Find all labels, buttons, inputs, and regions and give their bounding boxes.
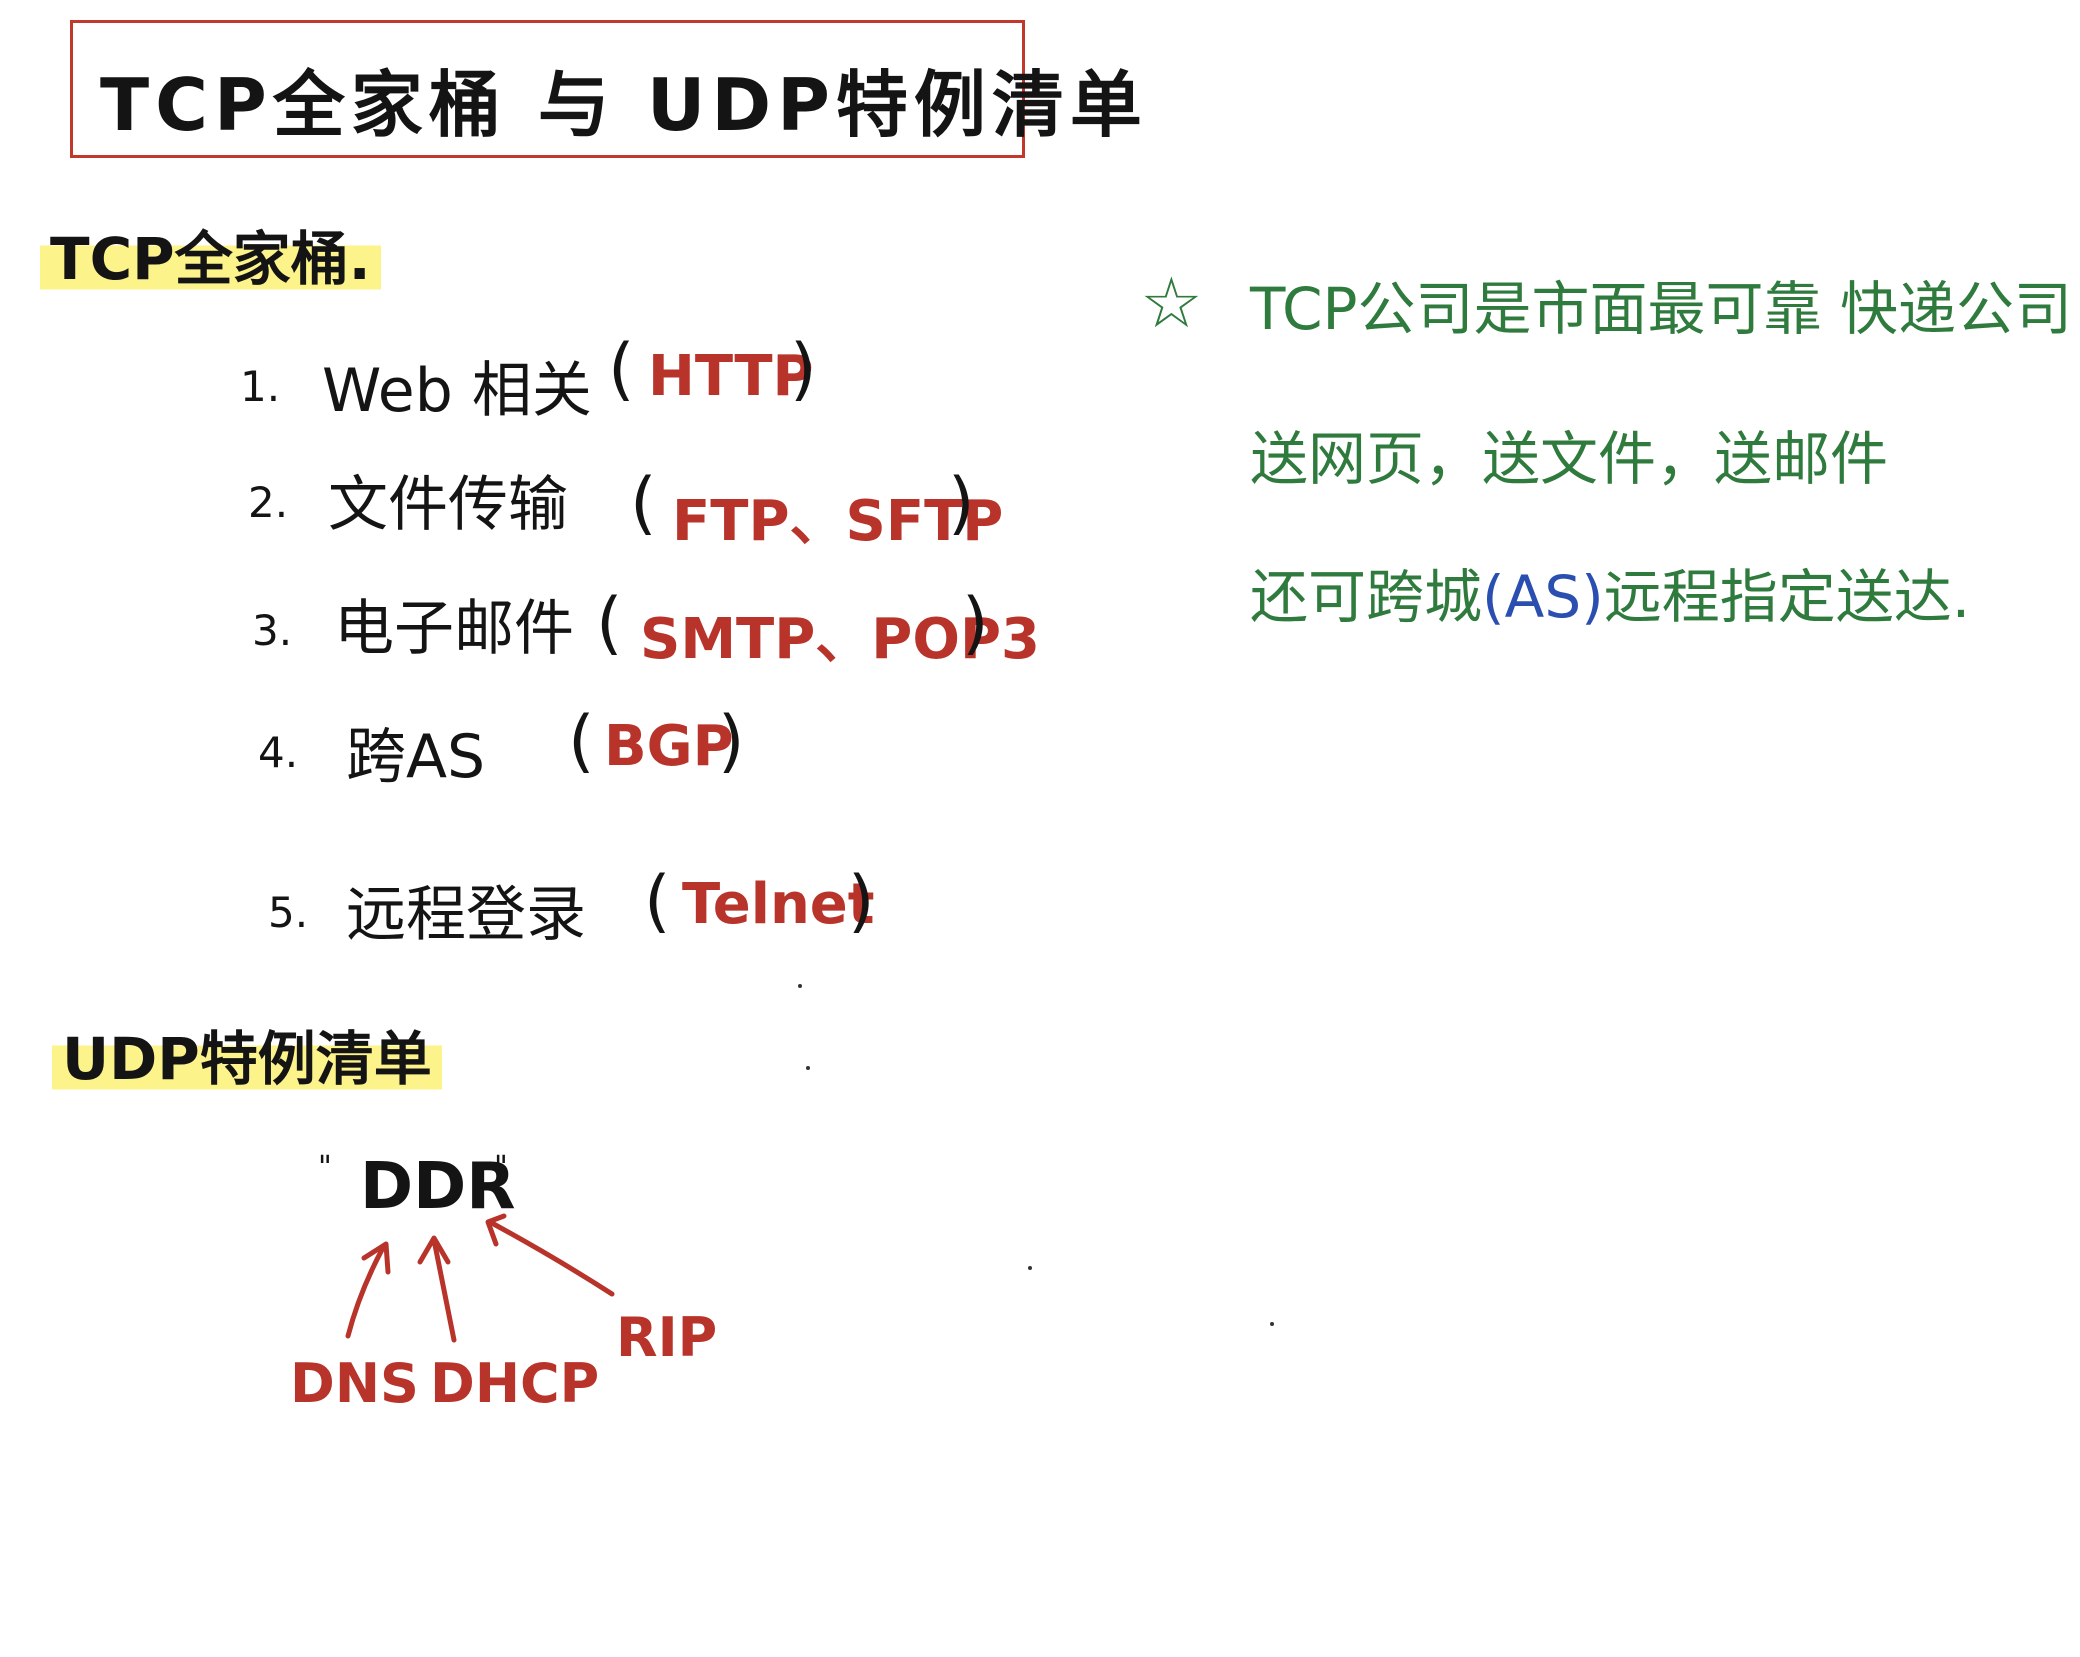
quote-close-mark: " <box>494 1150 508 1185</box>
note-line-2: 送网页，送文件，送邮件 <box>1250 425 1889 493</box>
ink-dot <box>1028 1266 1032 1270</box>
tcp-item-number: 3. <box>252 606 293 655</box>
ink-dot <box>1270 1322 1274 1326</box>
tcp-item-label: Web 相关 <box>322 356 592 426</box>
note-line-3: 还可跨城(AS)远程指定送达. <box>1250 550 1970 634</box>
paren-open: ( <box>644 862 671 941</box>
tcp-item-protocols: HTTP <box>648 344 814 409</box>
tcp-item-protocols: Telnet <box>682 872 875 937</box>
note-line-1: TCP公司是市面最可靠 快递公司 <box>1250 275 2072 343</box>
tcp-item-label: 远程登录 <box>346 880 586 950</box>
udp-protocol-dns: DNS <box>290 1352 419 1415</box>
paren-close: ) <box>948 464 975 543</box>
paren-open: ( <box>596 584 623 663</box>
star-icon: ☆ <box>1140 262 1203 344</box>
note-line-3-end: 远程指定送达. <box>1603 563 1971 631</box>
tcp-item-protocols: SMTP、POP3 <box>640 607 1040 672</box>
paren-open: ( <box>568 702 595 781</box>
paren-close: ) <box>848 862 875 941</box>
tcp-item-number: 2. <box>248 478 289 527</box>
dns-arrow-head <box>361 1241 391 1275</box>
tcp-item-label: 跨AS <box>346 722 486 792</box>
tcp-item-number: 1. <box>240 362 281 411</box>
dns-arrow <box>345 1243 387 1339</box>
tcp-item-protocols: BGP <box>604 714 734 779</box>
paren-open: ( <box>630 464 657 543</box>
ink-dot <box>798 984 802 988</box>
paren-close: ) <box>790 330 817 409</box>
udp-protocol-dhcp: DHCP <box>430 1352 600 1415</box>
ddr-center-label: DDR <box>360 1150 516 1224</box>
dhcp-arrow <box>431 1237 457 1343</box>
udp-protocol-rip: RIP <box>616 1306 718 1369</box>
paren-close: ) <box>962 584 989 663</box>
tcp-item-protocols: FTP、SFTP <box>672 489 1004 554</box>
dhcp-arrow-head <box>417 1235 451 1265</box>
tcp-item-number: 5. <box>268 888 309 937</box>
page-title: TCP全家桶 与 UDP特例清单 <box>100 63 1148 147</box>
quote-open-mark: " <box>318 1150 332 1185</box>
ink-dot <box>806 1066 810 1070</box>
udp-section-heading: UDP特例清单 <box>52 1012 442 1096</box>
title-frame <box>70 20 1025 158</box>
note-as-label: (AS) <box>1482 563 1604 631</box>
rip-arrow <box>487 1219 615 1297</box>
rip-arrow-head <box>485 1213 507 1247</box>
tcp-section-heading: TCP全家桶. <box>40 212 381 296</box>
tcp-item-label: 文件传输 <box>328 470 568 540</box>
note-line-3-start: 还可跨城 <box>1250 563 1483 631</box>
paren-close: ) <box>718 702 745 781</box>
tcp-item-number: 4. <box>258 728 299 777</box>
tcp-item-label: 电子邮件 <box>334 594 574 664</box>
paren-open: ( <box>608 330 635 409</box>
